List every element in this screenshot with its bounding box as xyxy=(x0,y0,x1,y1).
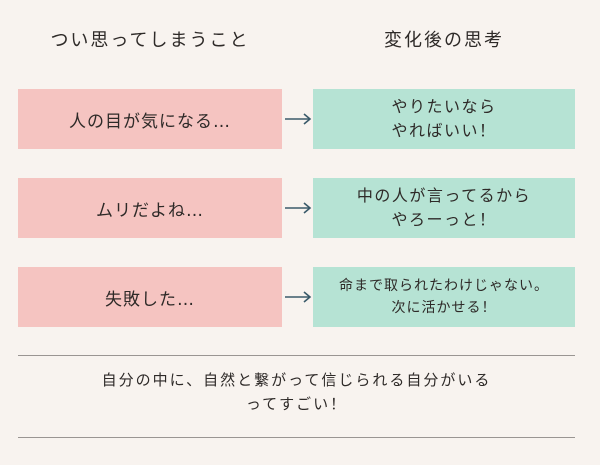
arrow-right-icon xyxy=(285,113,312,125)
divider-top xyxy=(18,355,575,356)
header-before: つい思ってしまうこと xyxy=(50,30,250,51)
after-box-2: 中の人が言ってるから やろーっと！ xyxy=(313,178,575,238)
header-after: 変化後の思考 xyxy=(384,30,504,51)
before-text-3: 失敗した… xyxy=(105,289,195,310)
after-box-3: 命まで取られたわけじゃない。 次に活かせる！ xyxy=(313,267,575,327)
before-text-2: ムリだよね… xyxy=(96,200,204,221)
before-text-1: 人の目が気になる… xyxy=(69,111,231,132)
before-box-1: 人の目が気になる… xyxy=(18,89,282,149)
after-text-1: やりたいなら やればいい！ xyxy=(391,97,497,140)
after-box-1: やりたいなら やればいい！ xyxy=(313,89,575,149)
after-text-2: 中の人が言ってるから やろーっと！ xyxy=(356,186,532,229)
before-box-3: 失敗した… xyxy=(18,267,282,327)
divider-bottom xyxy=(18,437,575,438)
after-text-3: 命まで取られたわけじゃない。 次に活かせる！ xyxy=(339,278,549,316)
before-box-2: ムリだよね… xyxy=(18,178,282,238)
conclusion-text: 自分の中に、自然と繋がって信じられる自分がいる ってすごい！ xyxy=(101,371,492,413)
arrow-right-icon xyxy=(285,291,312,303)
arrow-right-icon xyxy=(285,202,312,214)
